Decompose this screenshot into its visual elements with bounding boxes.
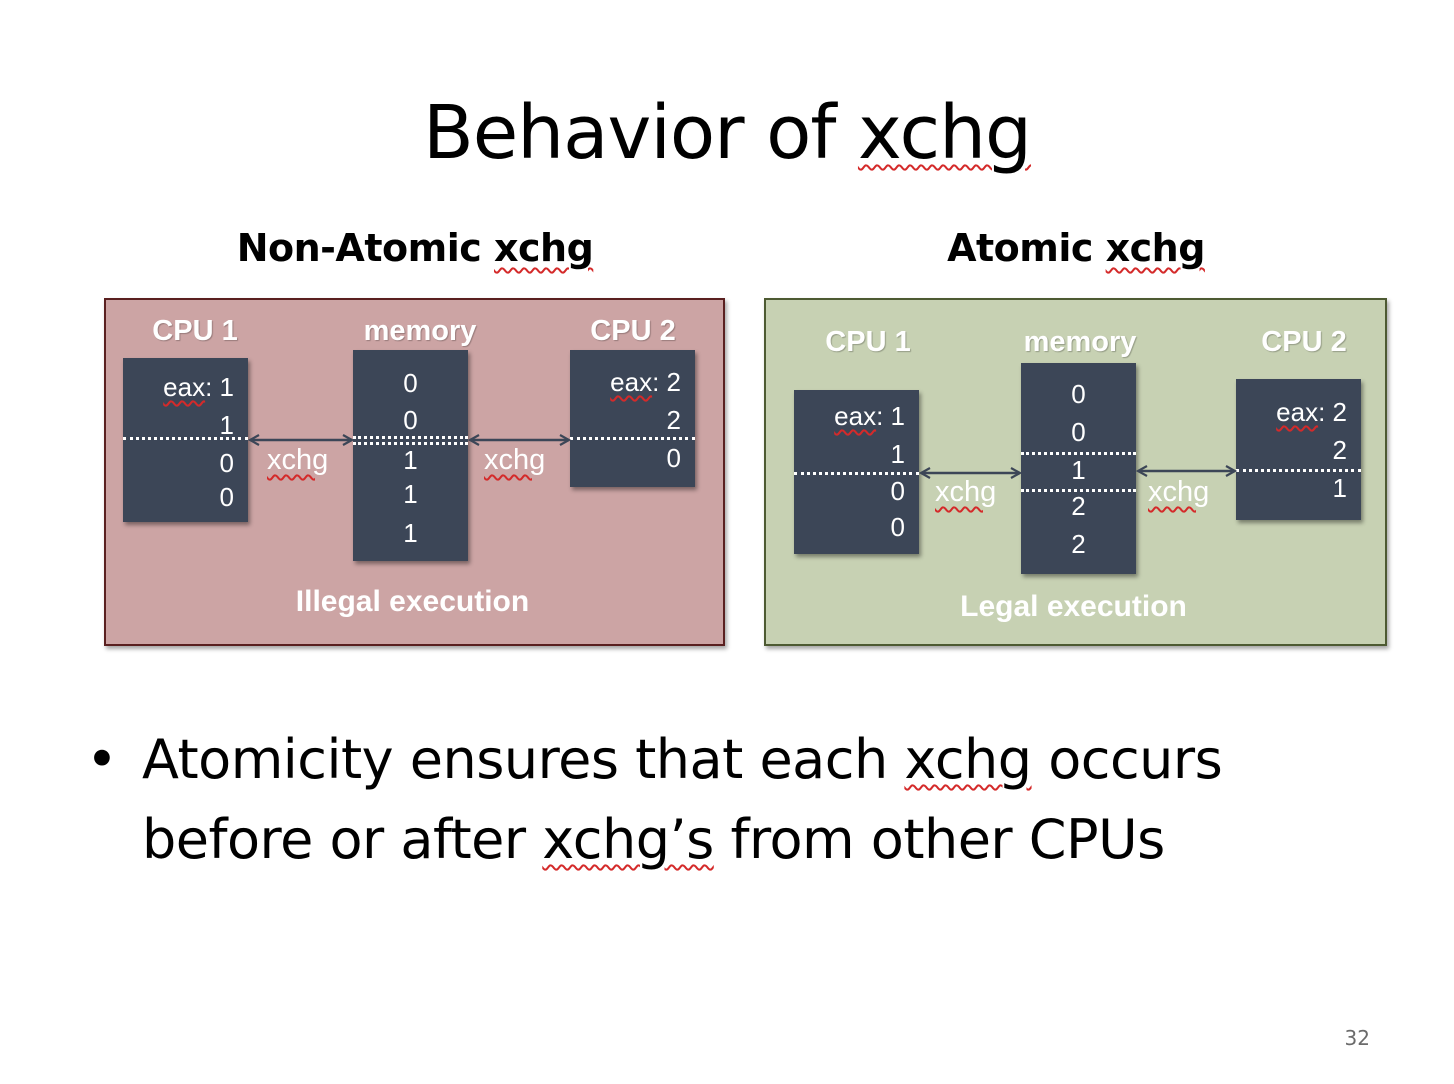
eax-value: 0 (219, 482, 234, 512)
memory-separator (1021, 489, 1136, 492)
bullet-text-part: Atomicity ensures that each (142, 728, 905, 791)
eax-value: 0 (219, 448, 234, 478)
illegal-execution-caption: Illegal execution (295, 585, 530, 618)
memory-value: 0 (403, 368, 418, 398)
memory-value: 0 (403, 405, 418, 435)
eax-value: 1 (1332, 473, 1347, 503)
slide-title: Behavior of xchg (0, 88, 1454, 178)
memory-label: memory (363, 315, 477, 347)
bullet-keyword: xchg (904, 728, 1032, 791)
bullet-text-part: occurs (1031, 728, 1223, 791)
xchg-left-label: xchg (267, 444, 329, 476)
bullet-icon: • (86, 728, 118, 791)
eax-value: 2 (666, 405, 681, 435)
memory-separator (353, 442, 468, 445)
cpu1-register-box: eax: 1 1 0 0 (123, 358, 248, 522)
eax-value: 2 (666, 367, 681, 397)
cpu1-eax-row: eax: 1 (163, 372, 234, 402)
cpu2-separator (570, 437, 695, 440)
eax-value: 1 (890, 401, 905, 431)
eax-value: 2 (1332, 397, 1347, 427)
cpu2-register-box: eax: 2 2 1 (1236, 379, 1361, 520)
page-number: 32 (1344, 1026, 1370, 1050)
heading-text: Non-Atomic (236, 226, 494, 270)
xchg-left-label: xchg (935, 476, 997, 508)
eax-label: eax (1276, 397, 1319, 427)
cpu1-label: CPU 1 (825, 326, 911, 358)
title-text: Behavior of (422, 90, 858, 176)
eax-label: eax (834, 401, 877, 431)
eax-value: 0 (890, 512, 905, 542)
memory-value: 2 (1071, 529, 1086, 559)
memory-value: 1 (403, 479, 418, 509)
bullet-keyword: xchg’s (542, 808, 714, 871)
heading-keyword: xchg (494, 226, 594, 270)
cpu2-register-box: eax: 2 2 0 (570, 350, 695, 487)
cpu1-eax-row: eax: 1 (834, 401, 905, 431)
cpu1-separator (794, 472, 919, 475)
bullet-text: Atomicity ensures that each xchg occurs … (142, 720, 1342, 880)
eax-value: 0 (890, 476, 905, 506)
heading-keyword: xchg (1105, 226, 1206, 270)
non-atomic-heading: Non-Atomic xchg (110, 226, 720, 270)
cpu1-separator (123, 437, 248, 440)
legal-execution-caption: Legal execution (960, 590, 1187, 623)
memory-separator (353, 436, 468, 439)
title-keyword: xchg (857, 90, 1032, 176)
memory-value: 1 (403, 518, 418, 548)
bullet-line-2: before or after xchg’s from other CPUs (142, 800, 1342, 880)
heading-text: Atomic (947, 226, 1106, 270)
cpu1-label: CPU 1 (152, 315, 238, 347)
eax-value: 1 (219, 410, 234, 440)
memory-label: memory (1023, 326, 1137, 358)
memory-value: 2 (1071, 491, 1086, 521)
bullet-line-1: Atomicity ensures that each xchg occurs (142, 720, 1342, 800)
eax-value: 1 (890, 439, 905, 469)
bullet-text-part: from other CPUs (713, 808, 1165, 871)
bullet-text-part: before or after (142, 808, 543, 871)
xchg-right-label: xchg (484, 444, 546, 476)
cpu2-label: CPU 2 (590, 315, 676, 347)
cpu2-eax-row: eax: 2 (610, 367, 681, 397)
memory-value: 0 (1071, 379, 1086, 409)
memory-box: 0 0 1 2 2 (1021, 363, 1136, 574)
memory-box: 0 0 1 1 1 (353, 350, 468, 561)
eax-label: eax (163, 372, 206, 402)
eax-value: 1 (219, 372, 234, 402)
cpu2-separator (1236, 469, 1361, 472)
memory-value: 1 (403, 445, 418, 475)
eax-value: 2 (1332, 435, 1347, 465)
cpu2-label: CPU 2 (1261, 326, 1347, 358)
memory-separator (1021, 452, 1136, 455)
memory-value: 0 (1071, 417, 1086, 447)
xchg-right-label: xchg (1148, 476, 1210, 508)
eax-label: eax (610, 367, 653, 397)
atomic-heading: Atomic xchg (768, 226, 1384, 270)
cpu2-eax-row: eax: 2 (1276, 397, 1347, 427)
memory-value: 1 (1071, 455, 1086, 485)
eax-value: 0 (666, 443, 681, 473)
